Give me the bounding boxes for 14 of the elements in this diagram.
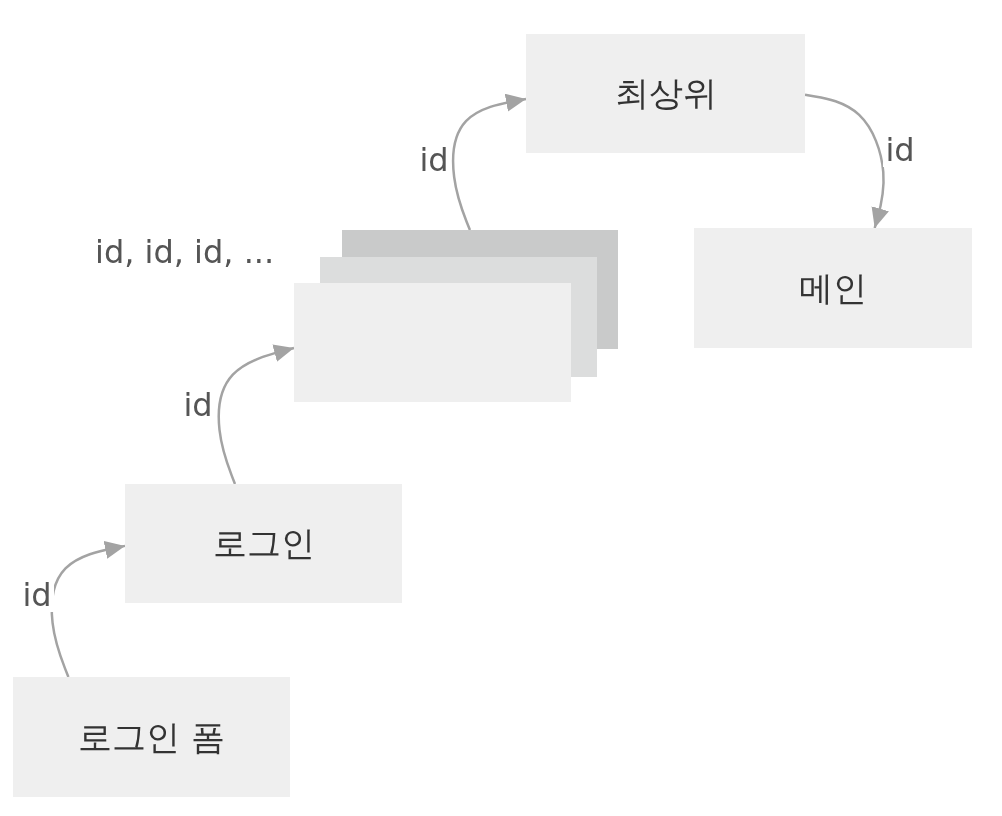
process-box <box>125 484 402 603</box>
process-box <box>526 34 805 153</box>
box-label: 메인 <box>799 267 867 309</box>
curved-arrow <box>451 93 527 231</box>
curved-arrow <box>804 93 889 229</box>
box-label: 로그인 <box>212 523 315 564</box>
curved-arrow <box>217 344 295 485</box>
stacked-boxes <box>294 230 618 402</box>
annotation-text: id, id, id, ... <box>95 236 275 268</box>
box-label: 최상위 <box>614 73 717 114</box>
box-label: 로그인 폼 <box>78 716 225 758</box>
process-box <box>13 677 290 797</box>
process-box <box>694 228 972 348</box>
curved-arrow <box>50 541 126 678</box>
